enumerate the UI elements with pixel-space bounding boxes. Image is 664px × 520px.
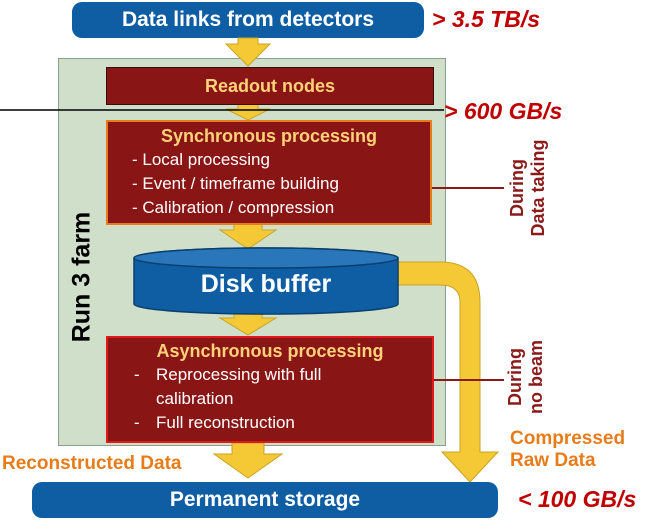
arrow-to-storage bbox=[212, 442, 284, 479]
detector-links-label: Data links from detectors bbox=[121, 8, 375, 31]
reconstructed-data-label: Reconstructed Data bbox=[2, 453, 182, 474]
compressed-line2: Raw Data bbox=[510, 450, 596, 471]
no-beam-line1: During bbox=[505, 348, 525, 407]
list-text: Full reconstruction bbox=[156, 413, 295, 432]
storage-rate-label: < 100 GB/s bbox=[518, 486, 637, 512]
disk-buffer-label: Disk buffer bbox=[200, 270, 332, 298]
no-beam-line2: no beam bbox=[526, 339, 546, 415]
permanent-storage-label: Permanent storage bbox=[169, 488, 361, 511]
data-taking-line2: Data taking bbox=[528, 139, 548, 237]
sync-processing-box: Synchronous processing - Local processin… bbox=[106, 120, 432, 225]
sync-title: Synchronous processing bbox=[160, 126, 378, 146]
data-taking-label: During Data taking bbox=[507, 139, 549, 236]
list-text: calibration bbox=[156, 389, 234, 408]
list-item: - Event / timeframe building bbox=[132, 174, 339, 193]
sync-items: - Local processing - Event / timeframe b… bbox=[108, 148, 430, 220]
list-dash bbox=[134, 387, 156, 411]
compressed-raw-label: Compressed Raw Data bbox=[510, 428, 625, 472]
data-taking-line1: During bbox=[507, 159, 527, 217]
list-item: - Reprocessing with full bbox=[134, 363, 432, 387]
list-item: - Full reconstruction bbox=[134, 411, 432, 435]
disk-buffer-top bbox=[133, 247, 399, 269]
run3-farm-label: Run 3 farm bbox=[67, 211, 96, 343]
list-item: - Local processing bbox=[132, 150, 270, 169]
list-dash: - bbox=[134, 413, 140, 432]
detector-links-bar: Data links from detectors bbox=[72, 2, 424, 38]
async-items: - Reprocessing with full calibration - F… bbox=[108, 363, 432, 435]
arrow-to-async bbox=[218, 311, 278, 336]
list-dash: - bbox=[134, 365, 140, 384]
permanent-storage-bar: Permanent storage bbox=[32, 482, 498, 518]
arrow-to-disk bbox=[218, 221, 278, 250]
readout-nodes-label: Readout nodes bbox=[204, 75, 335, 96]
async-processing-box: Asynchronous processing - Reprocessing w… bbox=[106, 336, 434, 443]
arrow-to-sync bbox=[225, 103, 271, 121]
list-item: - Calibration / compression bbox=[132, 198, 335, 217]
list-text: Reprocessing with full bbox=[156, 365, 322, 384]
list-item: calibration bbox=[134, 387, 432, 411]
compressed-line1: Compressed bbox=[510, 428, 626, 449]
post-readout-rate-label: > 600 GB/s bbox=[444, 98, 563, 124]
arrow-to-readout bbox=[224, 37, 272, 67]
no-beam-label: During no beam bbox=[505, 340, 547, 414]
input-rate-label: > 3.5 TB/s bbox=[432, 6, 541, 32]
async-title: Asynchronous processing bbox=[156, 341, 384, 361]
readout-nodes-box: Readout nodes bbox=[106, 67, 434, 105]
